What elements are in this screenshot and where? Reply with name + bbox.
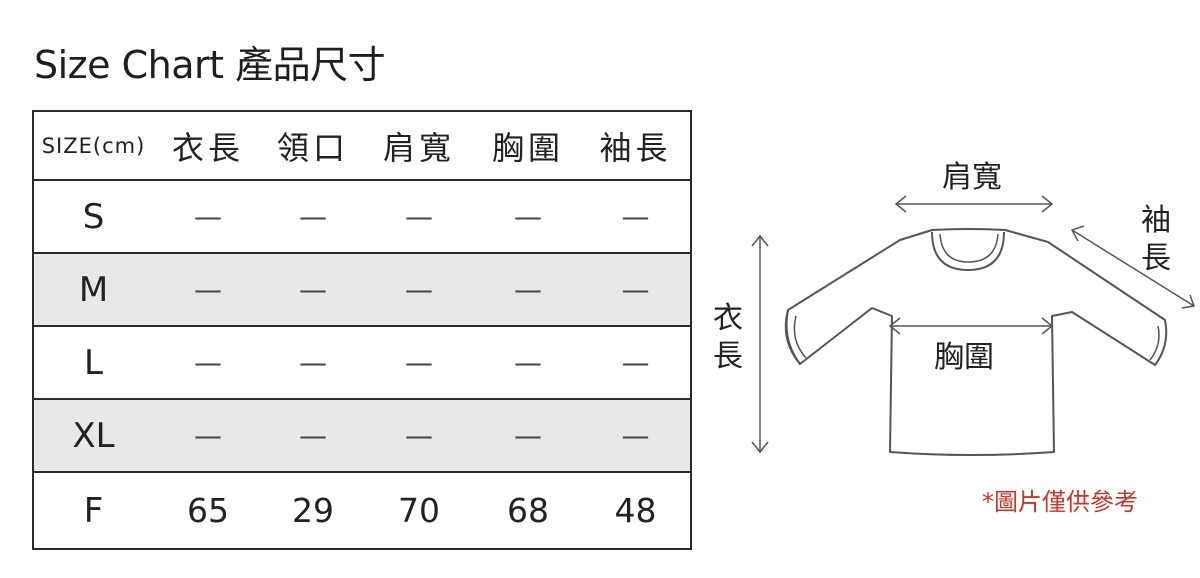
table-cell: — (153, 398, 263, 473)
length-label: 衣 長 (712, 300, 744, 376)
table-cell: — (263, 252, 363, 327)
chest-label: 胸圍 (934, 340, 994, 375)
table-cell: — (363, 179, 475, 254)
size-label: F (33, 471, 153, 550)
table-cell: — (153, 325, 263, 400)
page-title: Size Chart 產品尺寸 (34, 43, 386, 87)
header-sleeve: 袖長 (581, 110, 691, 181)
table-row: L — — — — — (33, 325, 691, 400)
shoulder-label: 肩寬 (942, 160, 1002, 195)
disclaimer-note: *圖片僅供參考 (982, 488, 1138, 516)
size-table: SIZE(cm) 衣長 領口 肩寬 胸圍 袖長 S — — — — — M — … (32, 110, 692, 550)
table-cell: — (363, 398, 475, 473)
size-label: XL (33, 398, 153, 473)
header-length: 衣長 (153, 110, 263, 181)
header-chest: 胸圍 (475, 110, 581, 181)
collar-inner (939, 233, 999, 263)
table-cell: — (475, 179, 581, 254)
table-cell: 70 (363, 471, 475, 550)
sleeve-label: 袖 長 (1140, 202, 1172, 278)
collar (931, 231, 1005, 272)
size-label: M (33, 252, 153, 327)
table-header-row: SIZE(cm) 衣長 領口 肩寬 胸圍 袖長 (33, 110, 691, 181)
size-label: L (33, 325, 153, 400)
table-cell: — (581, 398, 691, 473)
length-label-char: 長 (713, 339, 743, 374)
garment-diagram: 肩寬 袖 長 衣 長 胸圍 (700, 140, 1200, 520)
table-row: M — — — — — (33, 252, 691, 327)
table-row: XL — — — — — (33, 398, 691, 473)
header-shoulder: 肩寬 (363, 110, 475, 181)
sleeve-label-char: 袖 (1141, 203, 1171, 238)
sweater-illustration (751, 195, 1196, 456)
table-cell: 65 (153, 471, 263, 550)
table-cell: — (475, 398, 581, 473)
table-cell: 68 (475, 471, 581, 550)
table-row: S — — — — — (33, 179, 691, 254)
table-cell: — (363, 325, 475, 400)
table-cell: — (153, 252, 263, 327)
left-cuff (784, 309, 801, 365)
table-cell: — (581, 179, 691, 254)
table-cell: 48 (581, 471, 691, 550)
table-cell: — (153, 179, 263, 254)
sleeve-arrow (1071, 229, 1195, 307)
left-cuff-inner (793, 315, 807, 359)
table-cell: — (263, 325, 363, 400)
table-cell: — (475, 252, 581, 327)
header-size: SIZE(cm) (33, 110, 153, 181)
table-row: F 65 29 70 68 48 (33, 471, 691, 550)
table-cell: — (263, 398, 363, 473)
table-cell: — (263, 179, 363, 254)
table-cell: — (581, 252, 691, 327)
right-cuff-inner (1149, 325, 1160, 361)
table-cell: — (581, 325, 691, 400)
size-label: S (33, 179, 153, 254)
sleeve-label-char: 長 (1141, 241, 1171, 276)
header-neck: 領口 (263, 110, 363, 181)
length-label-char: 衣 (713, 301, 743, 336)
table-cell: — (475, 325, 581, 400)
table-cell: — (363, 252, 475, 327)
table-cell: 29 (263, 471, 363, 550)
